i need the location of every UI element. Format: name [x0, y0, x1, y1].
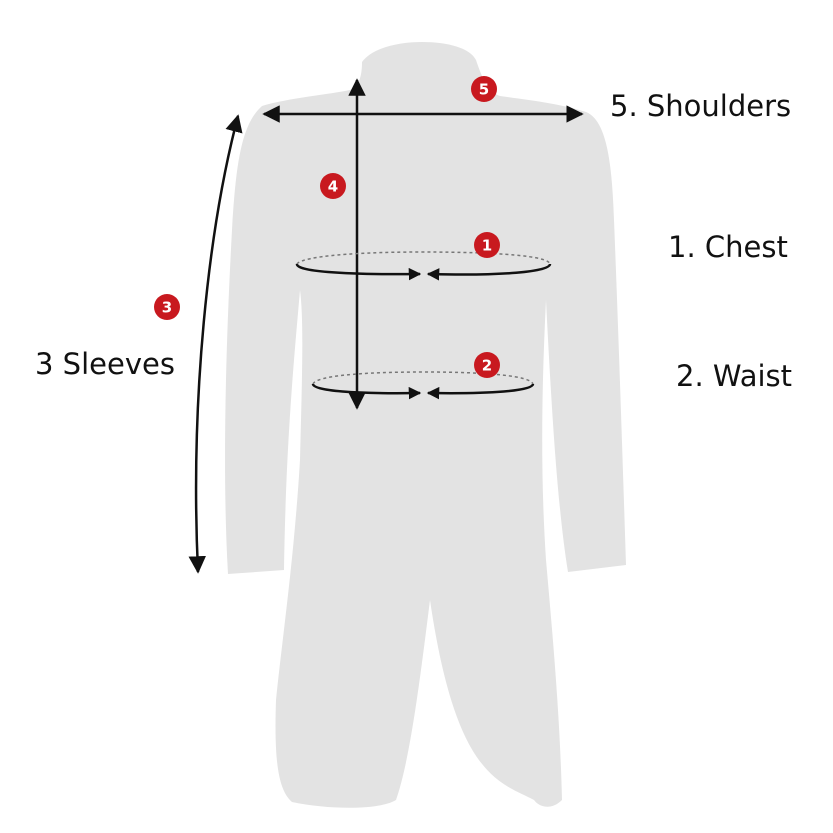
- svg-text:3: 3: [162, 299, 172, 317]
- svg-text:1: 1: [482, 237, 492, 255]
- waist-label: 2. Waist: [676, 359, 793, 393]
- svg-text:2: 2: [482, 357, 492, 375]
- svg-text:4: 4: [328, 178, 338, 196]
- shoulders-label: 5. Shoulders: [610, 89, 792, 123]
- svg-text:5: 5: [479, 81, 489, 99]
- chest-label: 1. Chest: [668, 230, 788, 264]
- badge-chest: 1: [474, 232, 500, 258]
- badge-shoulders: 5: [471, 76, 497, 102]
- sleeves-label: 3 Sleeves: [35, 347, 175, 381]
- badge-sleeves: 3: [154, 294, 180, 320]
- badge-length: 4: [320, 173, 346, 199]
- waist-measure: [311, 371, 535, 400]
- coat-body: [225, 42, 626, 808]
- chest-measure: [295, 251, 552, 281]
- badge-waist: 2: [474, 352, 500, 378]
- sleeves-arrow: [188, 114, 243, 574]
